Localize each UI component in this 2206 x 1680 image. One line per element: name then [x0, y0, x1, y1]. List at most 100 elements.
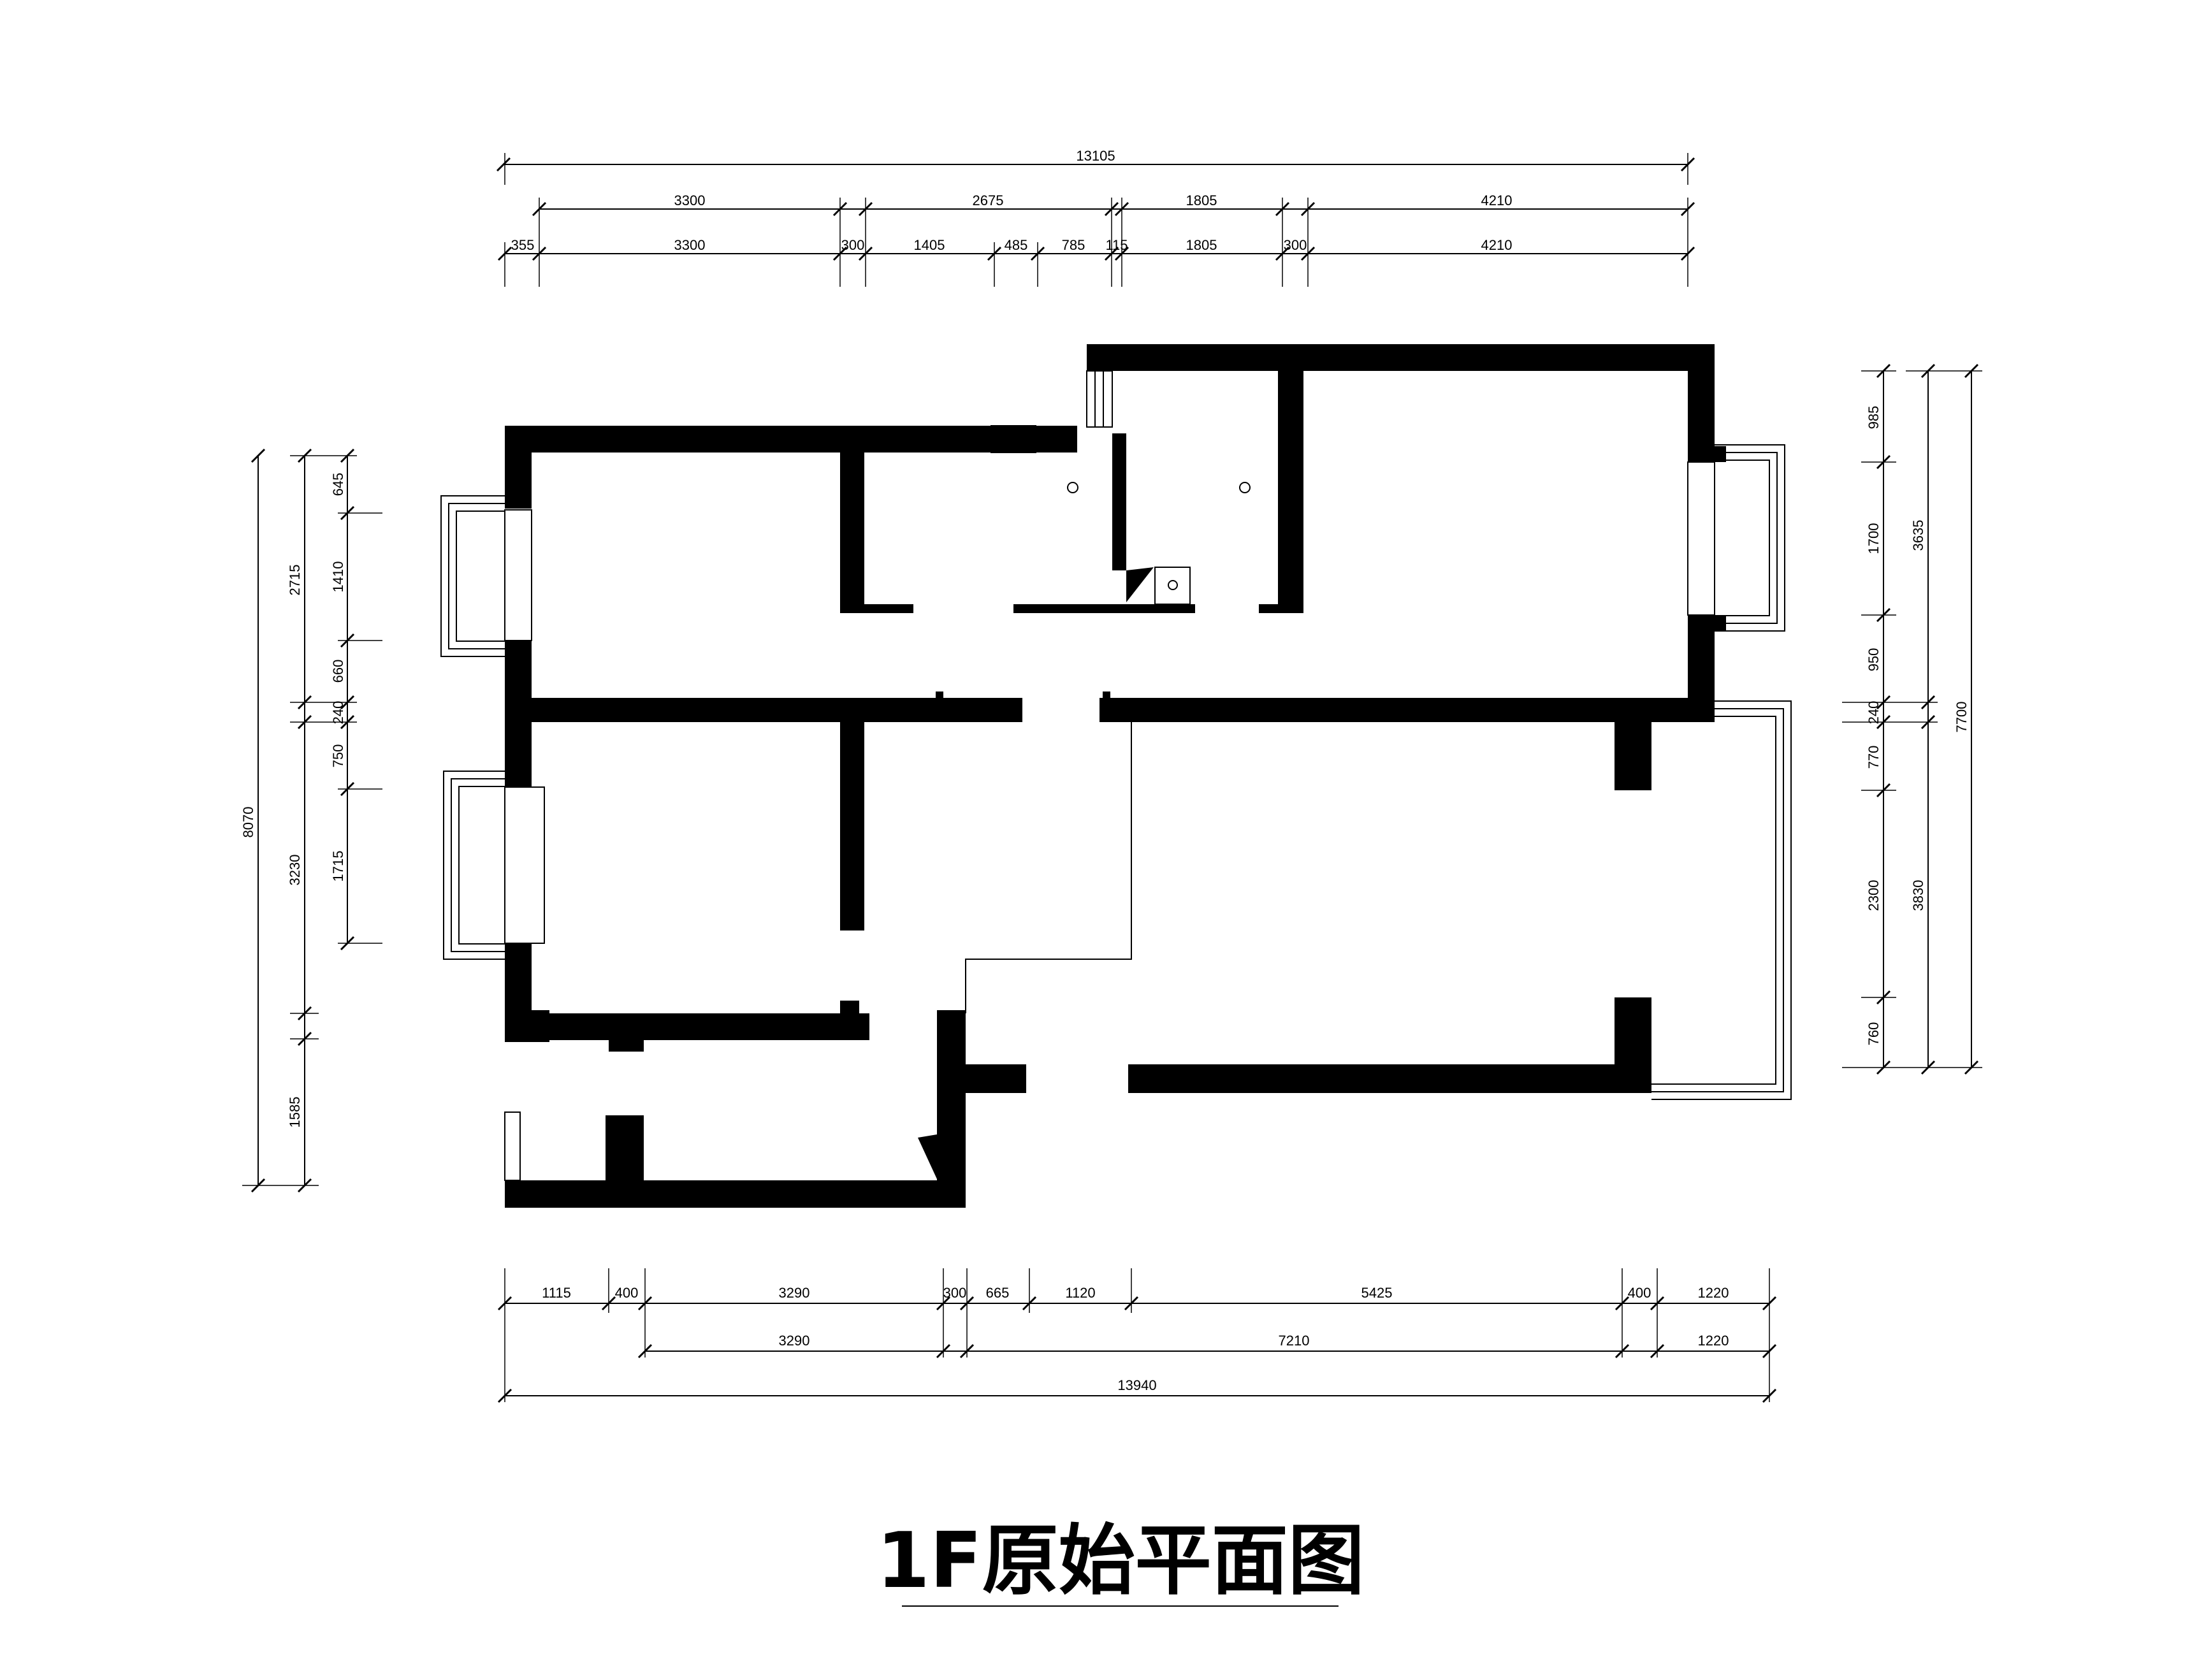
dim-top-detail-2: 3300 — [674, 237, 706, 253]
drawing-title: 1F原始平面图 — [876, 1517, 1365, 1607]
bay-window-right-upper-inner — [1726, 452, 1778, 624]
dim-left-detail-2: 1410 — [330, 561, 346, 593]
windows-and-openings — [440, 370, 1792, 1181]
wall-mid-post-a — [936, 692, 943, 699]
dim-right-detail-1: 985 — [1866, 406, 1882, 430]
bay-window-left-lower-inner — [451, 778, 505, 952]
bay-window-left-lower — [443, 771, 505, 960]
dim-left-mid-3: 1585 — [287, 1097, 303, 1128]
bay-window-left-upper — [440, 495, 505, 657]
dim-top-total: 13105 — [1076, 148, 1115, 164]
balcony-right-inner — [1651, 708, 1784, 1092]
dim-top-mid-4: 4210 — [1481, 192, 1513, 208]
dim-left-detail-5: 750 — [330, 744, 346, 768]
dim-right-detail-2: 1700 — [1866, 523, 1882, 554]
wall-interior-h0 — [867, 426, 988, 453]
dim-bottom-mid-3: 1220 — [1698, 1333, 1729, 1349]
dim-bottom-detail-3: 3290 — [779, 1285, 810, 1301]
dim-left-detail-4: 240 — [330, 701, 346, 725]
window-top-small — [991, 425, 1036, 453]
toilet-fixture-circle — [1168, 580, 1178, 590]
dim-bottom-detail-2: 400 — [615, 1285, 639, 1301]
dim-left-detail-3: 660 — [330, 660, 346, 683]
dimensions-left: 8070 2715 3230 1585 — [240, 448, 382, 1193]
window-left-lower-frame — [504, 786, 545, 944]
dim-bottom-mid-1: 3290 — [779, 1333, 810, 1349]
dim-bottom-detail-7: 5425 — [1361, 1285, 1393, 1301]
dim-bottom-detail-6: 1120 — [1065, 1285, 1095, 1301]
dim-top-mid-1: 3300 — [674, 192, 706, 208]
drain-fixture-1 — [1067, 482, 1078, 493]
wall-top-right — [1087, 344, 1715, 371]
shaft-triangle-1 — [1126, 567, 1154, 602]
dim-top-mid-3: 1805 — [1186, 192, 1217, 208]
dim-bottom-detail-9: 1220 — [1698, 1285, 1729, 1301]
shaft-triangle-2 — [918, 1134, 937, 1179]
wall-column-top — [1615, 720, 1651, 790]
dim-bottom-detail-8: 400 — [1628, 1285, 1651, 1301]
dim-right-detail-4: 240 — [1866, 701, 1882, 725]
dim-top-detail-10: 4210 — [1481, 237, 1513, 253]
dim-top-detail-1: 355 — [511, 237, 535, 253]
dim-right-mid-1: 3635 — [1910, 520, 1926, 551]
wall-interior-v3 — [1278, 371, 1303, 612]
dim-top-detail-8: 1805 — [1186, 237, 1217, 253]
wall-right-stub-a — [1688, 446, 1726, 462]
drain-fixture-2 — [1239, 482, 1251, 493]
wall-kitchen-right — [937, 1010, 966, 1208]
dim-top-detail-6: 785 — [1062, 237, 1085, 253]
wall-lower-stub — [840, 1001, 859, 1015]
dim-bottom-detail-1: 1115 — [542, 1285, 571, 1301]
dim-left-total: 8070 — [240, 807, 256, 838]
balcony-right — [1651, 700, 1792, 1100]
dim-top-mid-2: 2675 — [973, 192, 1004, 208]
dimensions-bottom: 1115 400 3290 300 665 1120 5425 400 1220… — [497, 1268, 1777, 1403]
dim-bottom-detail-4: 300 — [943, 1285, 967, 1301]
wall-lower-bottom — [505, 1013, 869, 1040]
dim-right-mid-2: 3830 — [1910, 880, 1926, 911]
wall-interior-h3 — [1259, 604, 1303, 613]
dim-top-detail-9: 300 — [1284, 237, 1307, 253]
dim-right-detail-3: 950 — [1866, 648, 1882, 672]
dim-right-detail-6: 2300 — [1866, 880, 1882, 911]
dim-top-detail-4: 1405 — [914, 237, 945, 253]
wall-right-stub-b — [1688, 615, 1726, 631]
balcony-right-inner2 — [1651, 716, 1776, 1085]
dim-left-detail-6: 1715 — [330, 851, 346, 882]
toilet-fixture — [1154, 567, 1191, 605]
wall-interior-h2 — [1013, 604, 1195, 613]
wall-interior-v1 — [840, 453, 864, 612]
window-kitchen-left — [504, 1112, 521, 1181]
bay-window-right-upper — [1715, 444, 1785, 632]
wall-kitchen-bottom — [505, 1180, 966, 1208]
wall-mid-left — [505, 698, 1022, 722]
wall-lower-nub — [609, 1039, 644, 1052]
wall-kitchen-stub — [937, 1064, 1026, 1093]
bay-window-left-lower-inner2 — [458, 786, 505, 945]
bay-window-left-upper-inner — [448, 503, 505, 649]
window-left-upper-frame — [504, 509, 532, 641]
wall-kitchen-column — [606, 1115, 644, 1208]
dim-bottom-detail-5: 665 — [986, 1285, 1010, 1301]
dim-right-total: 7700 — [1954, 702, 1970, 733]
wall-left-upper — [505, 426, 532, 509]
wall-living-bottom — [1128, 1064, 1651, 1093]
bay-window-left-upper-inner2 — [456, 511, 505, 642]
dimensions-right: 985 1700 950 240 770 2300 760 3635 3830 … — [1842, 363, 1982, 1075]
dim-left-detail-1: 645 — [330, 473, 346, 496]
living-boundary-line — [965, 722, 1132, 1013]
dim-bottom-total: 13940 — [1117, 1377, 1156, 1393]
dim-right-detail-5: 770 — [1866, 746, 1882, 769]
walls — [505, 344, 1726, 1208]
wall-right-upper — [1688, 344, 1715, 462]
dim-right-detail-7: 760 — [1866, 1022, 1882, 1046]
dim-top-detail-3: 300 — [841, 237, 865, 253]
wall-mid-post-b — [1103, 692, 1110, 699]
dimensions-top: 13105 3300 2675 1805 4210 — [496, 148, 1695, 287]
dim-top-detail-7: 115 — [1105, 237, 1128, 253]
bay-window-right-upper-inner2 — [1726, 460, 1770, 616]
plan-title: 1F原始平面图 — [876, 1517, 1364, 1605]
dim-bottom-mid-2: 7210 — [1279, 1333, 1310, 1349]
wall-interior-v2 — [1112, 433, 1126, 570]
